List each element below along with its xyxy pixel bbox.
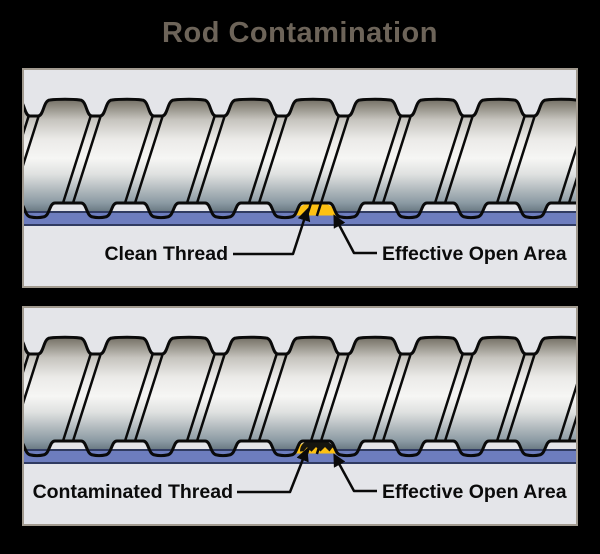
open-area-leader-arrow — [333, 453, 377, 493]
panel-contaminated-thread: Contaminated Thread Effective Open Area — [22, 306, 578, 526]
diagram-title: Rod Contamination — [162, 17, 438, 49]
clean-thread-label: Clean Thread — [104, 243, 228, 265]
clean-thread-leader-arrow — [233, 207, 311, 256]
rod-top-edge-outline — [24, 97, 576, 118]
open-area-leader-arrow — [333, 214, 377, 255]
effective-open-area-label: Effective Open Area — [382, 243, 567, 265]
rod-bottom-edge-outline — [24, 439, 576, 458]
contamination-blob — [300, 440, 336, 452]
rod-top-edge-outline — [24, 335, 576, 356]
thread-groove-lines — [24, 114, 576, 217]
thread-groove-lines — [24, 352, 576, 455]
panel-clean-thread: Clean Thread Effective Open Area — [22, 68, 578, 288]
rod-body — [24, 98, 576, 219]
rod-top-contour-mask — [24, 76, 576, 116]
rod-body — [24, 336, 576, 457]
clean-rod-illustration: Clean Thread Effective Open Area — [24, 76, 576, 265]
effective-open-area-label: Effective Open Area — [382, 481, 567, 503]
contaminated-thread-leader-arrow — [237, 447, 309, 494]
rod-top-contour-mask — [24, 314, 576, 354]
contaminated-thread-label: Contaminated Thread — [33, 481, 233, 503]
contaminated-rod-illustration: Contaminated Thread Effective Open Area — [24, 314, 576, 503]
rod-bottom-edge-outline — [24, 201, 576, 220]
